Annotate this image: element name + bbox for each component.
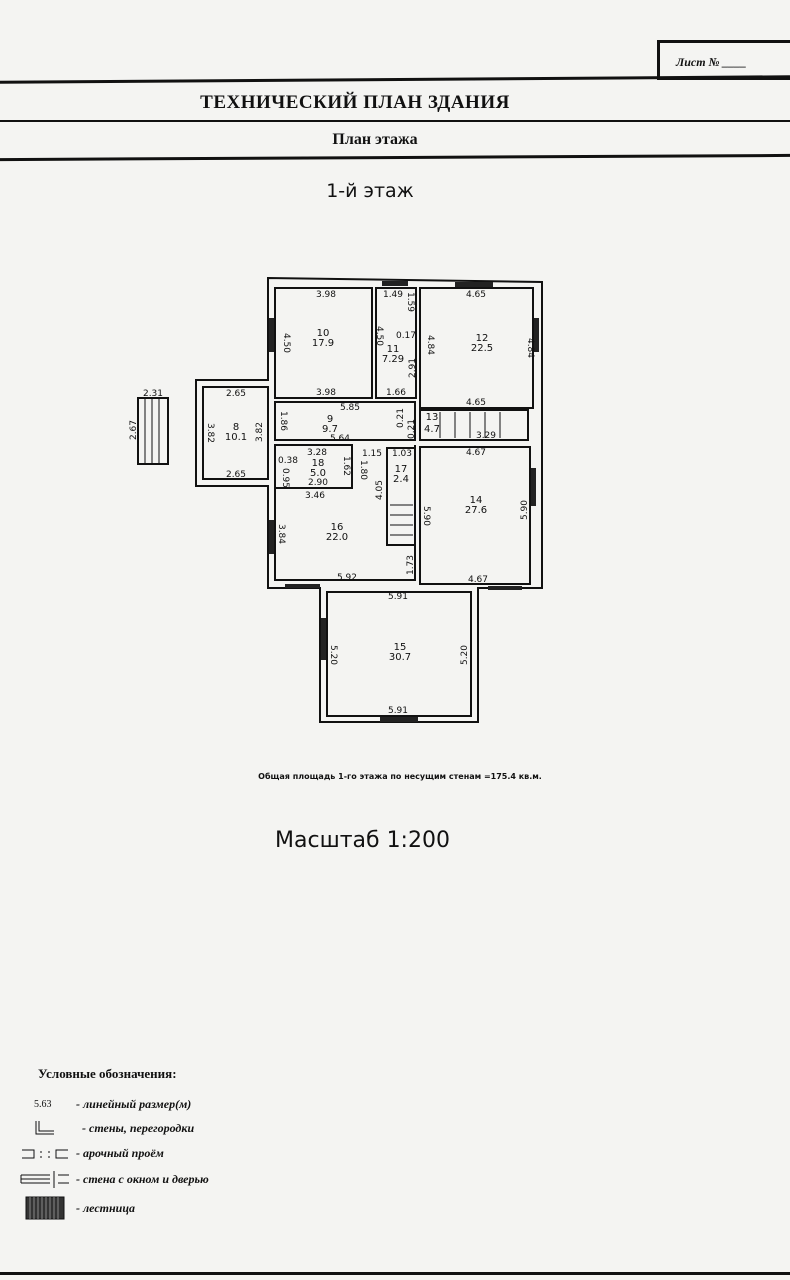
room-area: 17.9 (312, 338, 334, 349)
dimension: 3.82 (205, 423, 215, 443)
legend-label: - арочный проём (76, 1146, 164, 1160)
dimension: 1.49 (383, 290, 403, 300)
arch-opening-icon (22, 1149, 68, 1158)
room-number: 12 (476, 333, 489, 344)
room-number: 10 (317, 328, 330, 339)
floor-label: 1-й этаж (326, 180, 414, 202)
dimension: 5.64 (330, 434, 350, 444)
document-title: ТЕХНИЧЕСКИЙ ПЛАН ЗДАНИЯ (200, 92, 510, 113)
room-area: 9.7 (322, 424, 338, 435)
bottom-border (0, 1272, 790, 1275)
dimension: 3.84 (276, 524, 286, 544)
dimension: 2.31 (143, 389, 163, 399)
dimension: 4.65 (466, 398, 486, 408)
room-number: 15 (394, 642, 407, 653)
dimension: 0.38 (278, 456, 298, 466)
room-number: 17 (395, 464, 408, 475)
room-number: 13 (426, 412, 439, 423)
room-number: 16 (331, 522, 344, 533)
dimension: 0.21 (396, 408, 406, 428)
legend-title: Условные обозначения: (38, 1066, 177, 1081)
dimension: 5.91 (388, 592, 408, 602)
room-area: 5.0 (310, 468, 326, 479)
dimension: 2.67 (129, 420, 139, 440)
total-area-note: Общая площадь 1-го этажа по несущим стен… (258, 772, 542, 781)
dimension: 4.84 (425, 335, 435, 355)
room-area: 7.29 (382, 354, 404, 365)
dimension: 4.50 (281, 333, 291, 353)
legend-label: - стена с окном и дверью (76, 1171, 209, 1186)
dimension: 1.62 (341, 456, 351, 476)
legend-label: - линейный размер(м) (76, 1097, 192, 1111)
document-subtitle: План этажа (332, 131, 418, 148)
dimension: 4.65 (466, 290, 486, 300)
room-number: 14 (470, 495, 483, 506)
legend-label: - стены, перегородки (82, 1120, 195, 1135)
dimension: 2.65 (226, 389, 246, 399)
dimension: 2.90 (308, 478, 328, 488)
stairs-icon (25, 1196, 65, 1220)
dimension: 3.98 (316, 388, 336, 398)
room-number: 9 (327, 414, 333, 425)
legend-label: - лестница (76, 1200, 135, 1215)
dimension: 3.28 (307, 448, 327, 458)
dimension: 5.91 (388, 706, 408, 716)
room-area: 22.5 (471, 343, 493, 354)
window-door-icon (20, 1171, 69, 1188)
legend-sample-dimension: 5.63 (34, 1099, 52, 1110)
dimension: 4.67 (468, 575, 488, 585)
dimension: 2.91 (408, 358, 418, 378)
dimension: 5.92 (337, 573, 357, 583)
dimension: 5.20 (460, 645, 470, 665)
dimension: 3.98 (316, 290, 336, 300)
dimension: 1.80 (358, 460, 368, 480)
room-number: 8 (233, 422, 239, 433)
dimension: 5.90 (421, 506, 431, 526)
dimension: 3.82 (255, 422, 265, 442)
room-area: 4.7 (424, 424, 440, 435)
dimension: 3.29 (476, 431, 496, 441)
legend-item-arch: - арочный проём (20, 1146, 164, 1161)
legend-item-window-door: - стена с окном и дверью (20, 1170, 209, 1188)
dimension: 2.65 (226, 470, 246, 480)
dimension: 0.21 (407, 419, 417, 439)
legend-item-walls: - стены, перегородки (20, 1120, 194, 1136)
room-area: 22.0 (326, 532, 348, 543)
dimension: 5.85 (340, 403, 360, 413)
dimension: 1.59 (405, 292, 415, 312)
room-number: 18 (312, 458, 325, 469)
sheet-number-label: Лист № ____ (676, 55, 747, 69)
legend-item-stairs: - лестница (20, 1196, 135, 1220)
walls-icon (35, 1121, 54, 1135)
room-area: 30.7 (389, 652, 411, 663)
dimension: 0.95 (280, 468, 290, 488)
dimension: 4.50 (374, 326, 384, 346)
room-number: 11 (387, 344, 400, 355)
room-area: 27.6 (465, 505, 487, 516)
divider (0, 120, 790, 122)
dimension: 3.46 (305, 491, 325, 501)
legend-item-dimension: 5.63 - линейный размер(м) (20, 1097, 191, 1112)
dimension: 0.17 (396, 331, 416, 341)
dimension: 4.05 (375, 480, 385, 500)
room-area: 10.1 (225, 432, 247, 443)
dimension: 1.15 (362, 449, 382, 459)
dimension: 5.20 (328, 645, 338, 665)
dimension: 1.73 (406, 555, 416, 575)
dimension: 4.84 (525, 338, 535, 358)
dimension: 5.90 (520, 500, 530, 520)
floor-plan: 10 17.9 11 7.29 12 22.5 9 9.7 13 4.7 8 1… (129, 276, 543, 723)
dimension: 4.67 (466, 448, 486, 458)
dimension: 1.03 (392, 449, 412, 459)
dimension: 1.66 (386, 388, 406, 398)
room-area: 2.4 (393, 474, 409, 485)
scale-label: Масштаб 1:200 (275, 828, 450, 853)
dimension: 1.86 (278, 411, 288, 431)
